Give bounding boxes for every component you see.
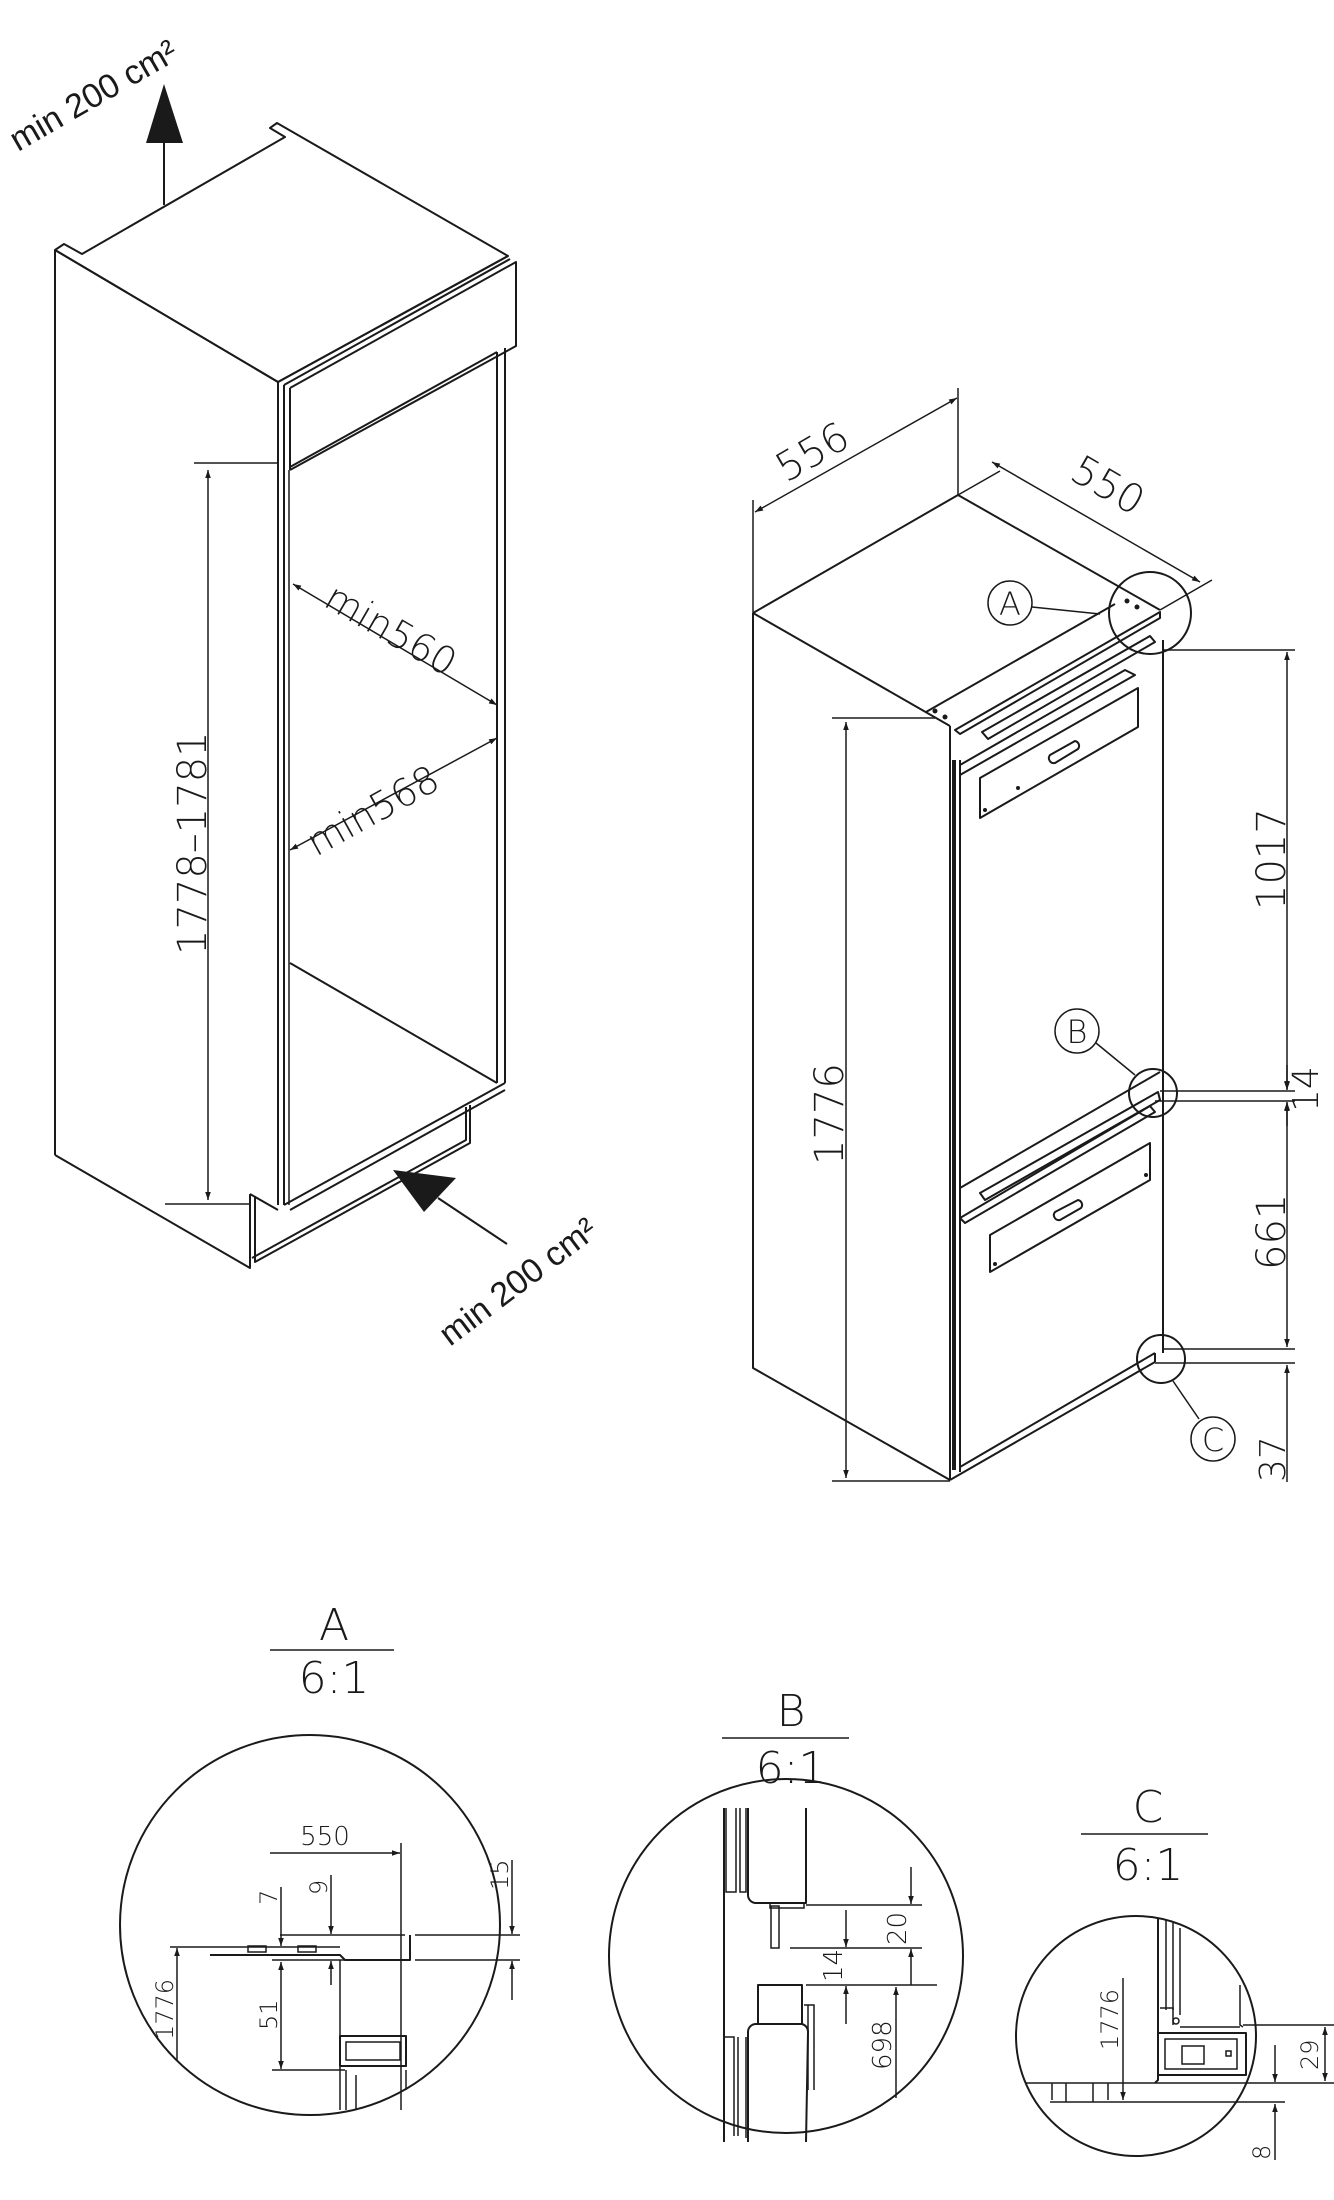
appliance-drawing: A B C 556 550 1776 1017 14 [752,388,1327,1482]
detail-c-29-label: 29 [1296,2039,1324,2070]
niche-width-label: min568 [299,756,446,864]
detail-a-51-label: 51 [255,1999,283,2030]
screw-dots [932,598,1148,1266]
niche-height-label: 1778–1781 [170,731,216,955]
detail-c-title: C [1133,1782,1164,1833]
niche-cabinet-drawing: min 200 cm² min 200 cm² 1778–1781 min560… [3,32,604,1353]
upper-door-label: 1017 [1249,808,1295,910]
detail-a-title: A [319,1600,349,1651]
detail-c-marker [1136,1334,1186,1384]
detail-b-698-label: 698 [868,2020,898,2070]
detail-a: A 6:1 550 15 7 9 51 1776 [119,1600,520,2116]
detail-b-14-label: 14 [819,1949,849,1982]
detail-c-8-label: 8 [1248,2145,1276,2160]
appliance-width-label: 550 [1063,447,1152,525]
appliance-height-label: 1776 [807,1063,853,1165]
callout-b-bubble [1054,1008,1100,1054]
detail-b-title: B [777,1686,806,1737]
detail-a-9-label: 9 [305,1880,333,1895]
detail-a-15-label: 15 [486,1859,514,1890]
niche-depth-label: min560 [318,575,465,685]
detail-a-scale: 6:1 [299,1653,370,1704]
callout-c-bubble [1190,1416,1236,1462]
callout-b-label: B [1067,1013,1088,1051]
detail-a-marker [1108,571,1192,655]
callout-a-label: A [999,585,1021,623]
detail-b: B 6:1 20 14 698 [608,1686,964,2143]
detail-c-scale: 6:1 [1113,1840,1184,1891]
detail-a-width-label: 550 [300,1822,350,1852]
plinth-label: 37 [1253,1436,1294,1482]
detail-b-20-label: 20 [883,1912,913,1945]
detail-a-7-label: 7 [255,1890,283,1905]
door-gap-label: 14 [1286,1066,1327,1112]
detail-c: C 6:1 1776 29 8 [1015,1782,1334,2160]
lower-door-label: 661 [1249,1194,1295,1270]
detail-a-height-label: 1776 [151,1979,179,2040]
ventilation-bottom-label: min 200 cm² [432,1210,604,1353]
detail-b-marker [1128,1068,1178,1118]
callout-c-label: C [1202,1421,1224,1459]
detail-c-height-label: 1776 [1096,1989,1124,2050]
detail-b-scale: 6:1 [756,1743,827,1794]
